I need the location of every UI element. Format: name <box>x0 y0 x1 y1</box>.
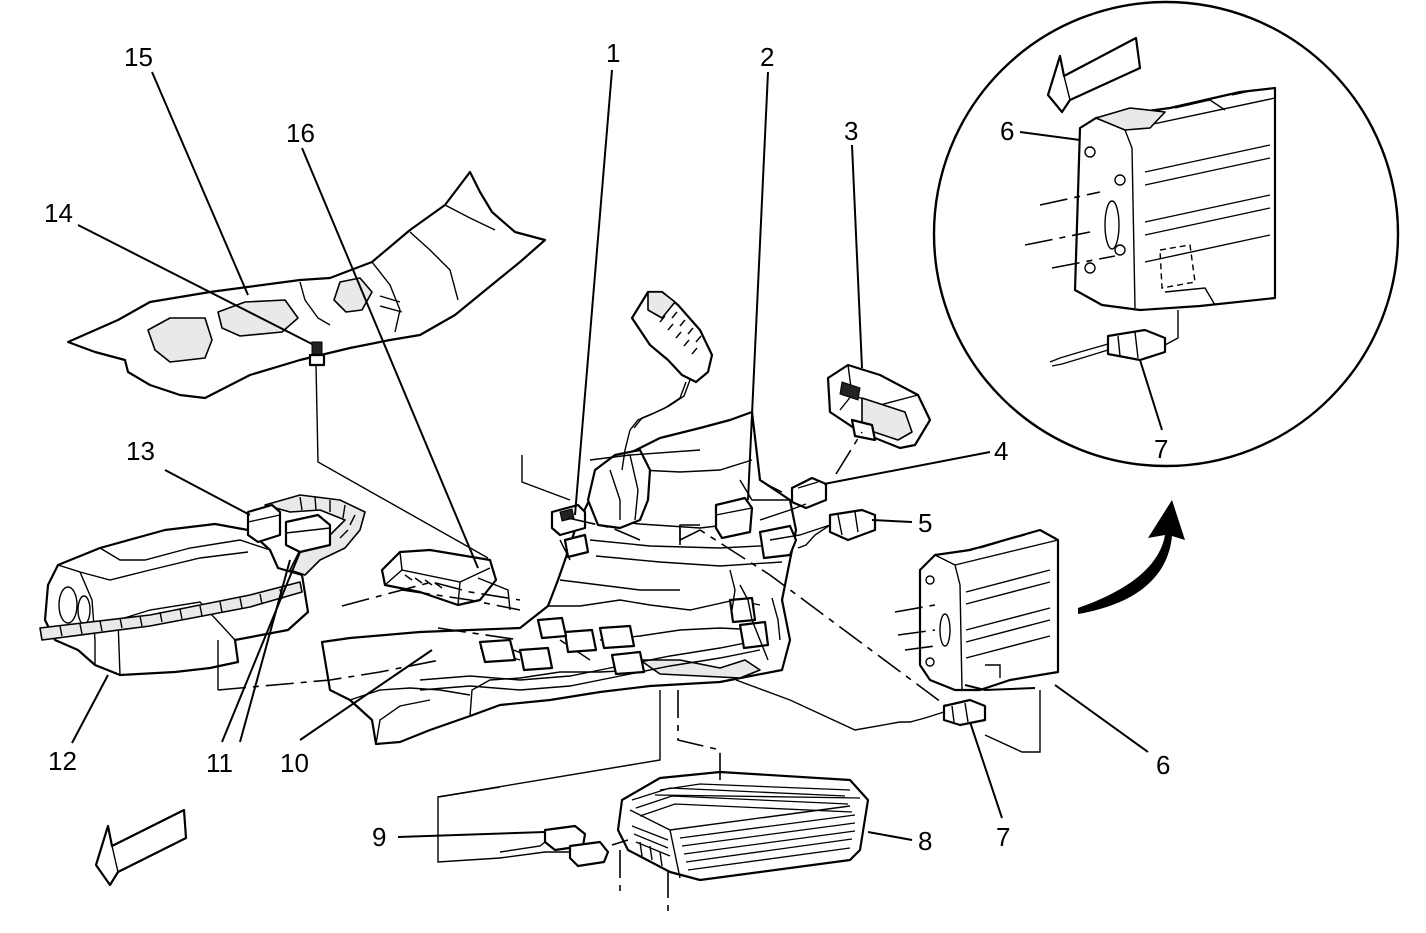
callout-10: 10 <box>280 748 309 778</box>
callout-2: 2 <box>760 42 774 72</box>
detail-connector-7 <box>1049 310 1179 367</box>
callout-16: 16 <box>286 118 315 148</box>
shifter-knob <box>621 290 714 471</box>
detail-view-circle <box>932 0 1400 468</box>
callout-7-detail: 7 <box>1154 434 1168 464</box>
callout-9: 9 <box>372 822 386 852</box>
amplifier <box>616 770 870 882</box>
harness-connector-11 <box>284 513 332 554</box>
callout-1: 1 <box>606 38 620 68</box>
connector-7 <box>900 698 987 727</box>
floor-console-base <box>320 410 798 746</box>
harness-connector-13 <box>246 503 282 544</box>
switch-connector-1 <box>550 503 590 559</box>
callout-5: 5 <box>918 508 932 538</box>
callout-3: 3 <box>844 116 858 146</box>
connector-9 <box>499 824 610 868</box>
detail-view-curved-arrow-icon <box>1078 500 1185 614</box>
callout-6-detail: 6 <box>1000 116 1014 146</box>
control-module <box>380 548 498 607</box>
rear-entertainment-unit <box>918 528 1060 692</box>
callout-7-main: 7 <box>996 822 1010 852</box>
connector-5 <box>797 508 877 549</box>
callout-15: 15 <box>124 42 153 72</box>
callout-4: 4 <box>994 436 1008 466</box>
callout-labels: 1 2 3 4 5 6 6 7 7 8 9 10 11 12 13 14 15 … <box>44 38 1170 856</box>
detail-forward-arrow-icon <box>1046 36 1142 114</box>
callout-11: 11 <box>206 748 233 778</box>
forward-direction-arrow-icon <box>94 808 188 887</box>
callout-6-main: 6 <box>1156 750 1170 780</box>
callout-12: 12 <box>48 746 77 776</box>
harness-connector-2 <box>714 496 798 560</box>
callout-8: 8 <box>918 826 932 856</box>
console-trim-panel <box>66 170 547 400</box>
console-switch <box>826 363 932 450</box>
callout-13: 13 <box>126 436 155 466</box>
retainer-clip <box>308 341 326 367</box>
callout-14: 14 <box>44 198 73 228</box>
rear-duct-assembly <box>39 494 366 677</box>
connector-4 <box>790 476 828 510</box>
leader-lines <box>71 69 1149 841</box>
